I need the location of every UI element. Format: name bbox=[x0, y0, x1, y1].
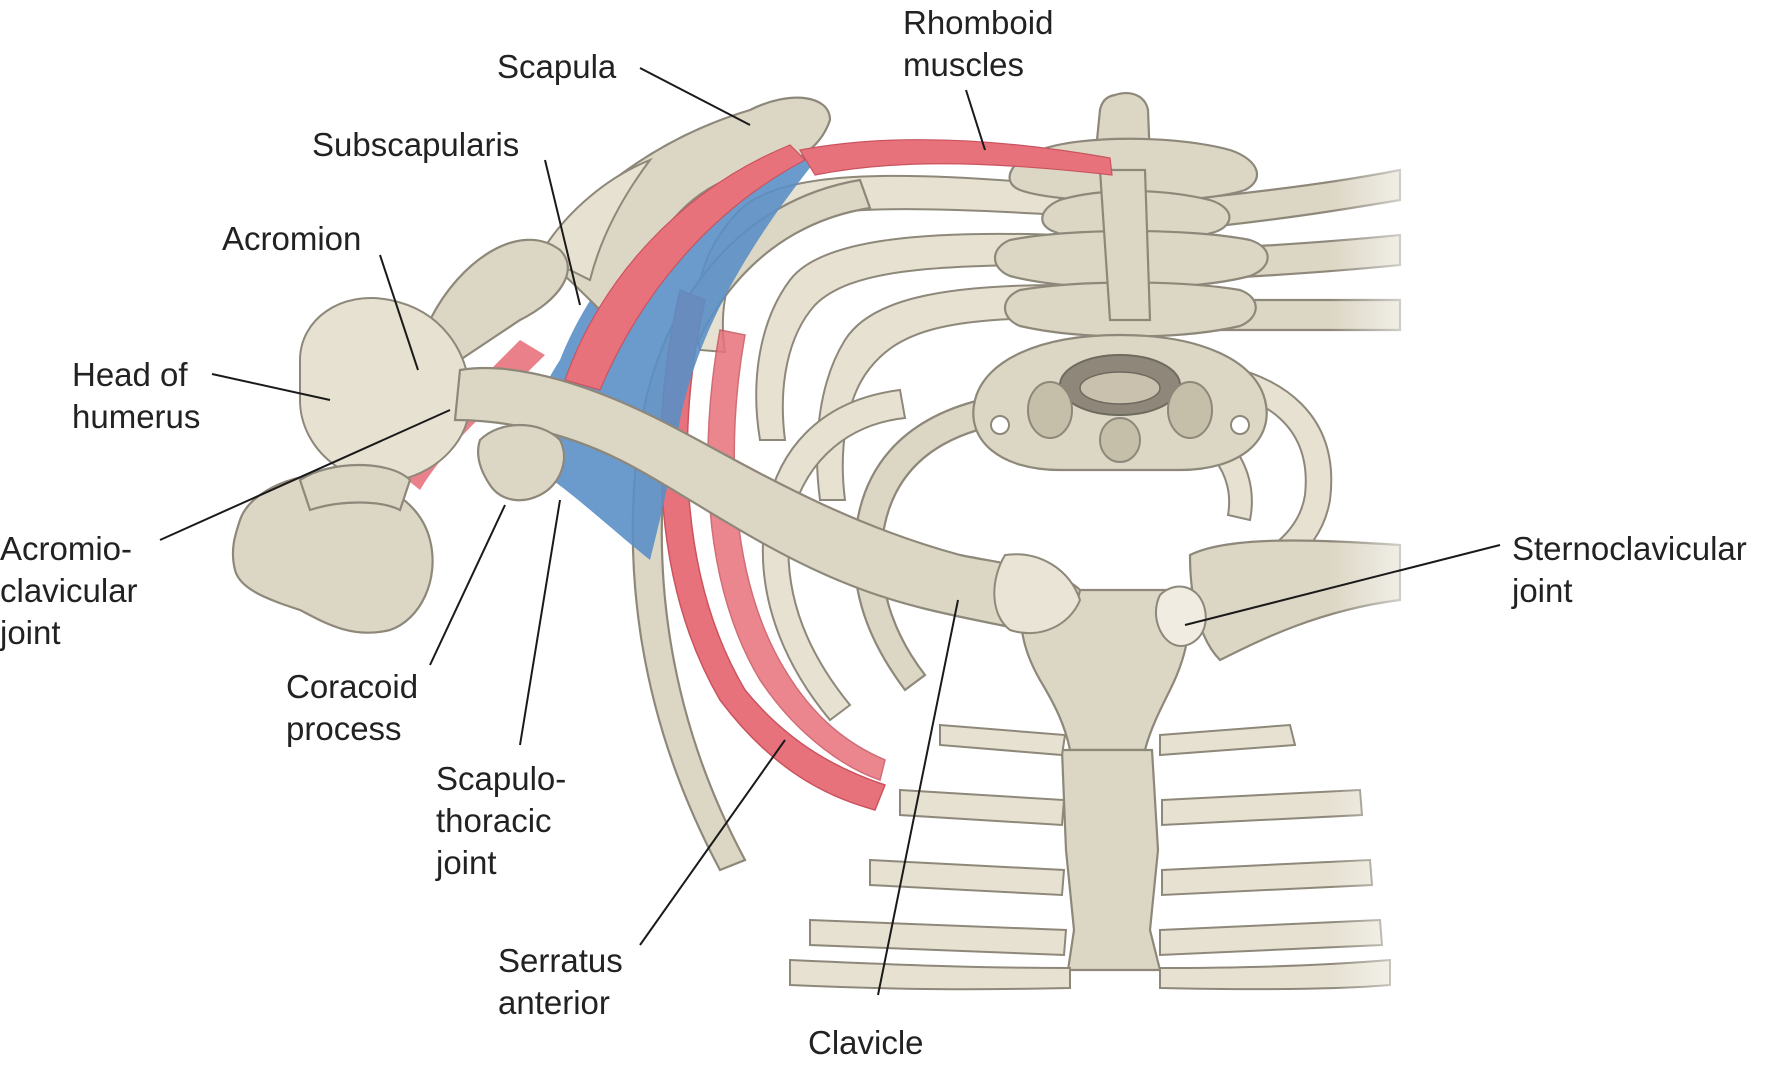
label-subscapularis: Subscapularis bbox=[312, 124, 519, 166]
label-line: process bbox=[286, 710, 402, 747]
label-rhomboid-muscles: Rhomboid muscles bbox=[903, 2, 1053, 86]
label-line: muscles bbox=[903, 46, 1025, 83]
label-line: thoracic bbox=[436, 802, 552, 839]
label-line: Coracoid bbox=[286, 668, 419, 705]
label-line: joint bbox=[436, 844, 497, 881]
coracoid bbox=[476, 423, 565, 502]
label-line: Rhomboid bbox=[903, 4, 1054, 41]
label-acromioclavicular-joint: Acromio- clavicular joint bbox=[0, 528, 138, 654]
label-line: Scapulo- bbox=[436, 760, 567, 797]
humerus bbox=[231, 297, 472, 634]
left-clavicle bbox=[453, 366, 1082, 635]
label-line: joint bbox=[1512, 572, 1573, 609]
label-line: Scapula bbox=[497, 48, 617, 85]
label-scapulothoracic-joint: Scapulo- thoracic joint bbox=[436, 758, 566, 884]
label-line: humerus bbox=[72, 398, 201, 435]
label-line: clavicular bbox=[0, 572, 138, 609]
label-line: anterior bbox=[498, 984, 610, 1021]
subscapularis-muscle bbox=[520, 150, 820, 560]
label-line: joint bbox=[0, 614, 61, 651]
label-scapula: Scapula bbox=[497, 46, 616, 88]
label-line: Sternoclavicular bbox=[1512, 530, 1747, 567]
label-serratus-anterior: Serratus anterior bbox=[498, 940, 623, 1024]
label-line: Head of bbox=[72, 356, 188, 393]
label-line: Acromion bbox=[222, 220, 362, 257]
label-coracoid-process: Coracoid process bbox=[286, 666, 418, 750]
label-head-of-humerus: Head of humerus bbox=[72, 354, 200, 438]
label-line: Serratus bbox=[498, 942, 623, 979]
label-line: Subscapularis bbox=[312, 126, 520, 163]
label-clavicle: Clavicle bbox=[808, 1022, 924, 1064]
label-acromion: Acromion bbox=[222, 218, 361, 260]
label-line: Clavicle bbox=[808, 1024, 924, 1061]
label-sternoclavicular-joint: Sternoclavicular joint bbox=[1512, 528, 1747, 612]
label-line: Acromio- bbox=[0, 530, 133, 567]
leader-lines bbox=[159, 67, 1501, 996]
